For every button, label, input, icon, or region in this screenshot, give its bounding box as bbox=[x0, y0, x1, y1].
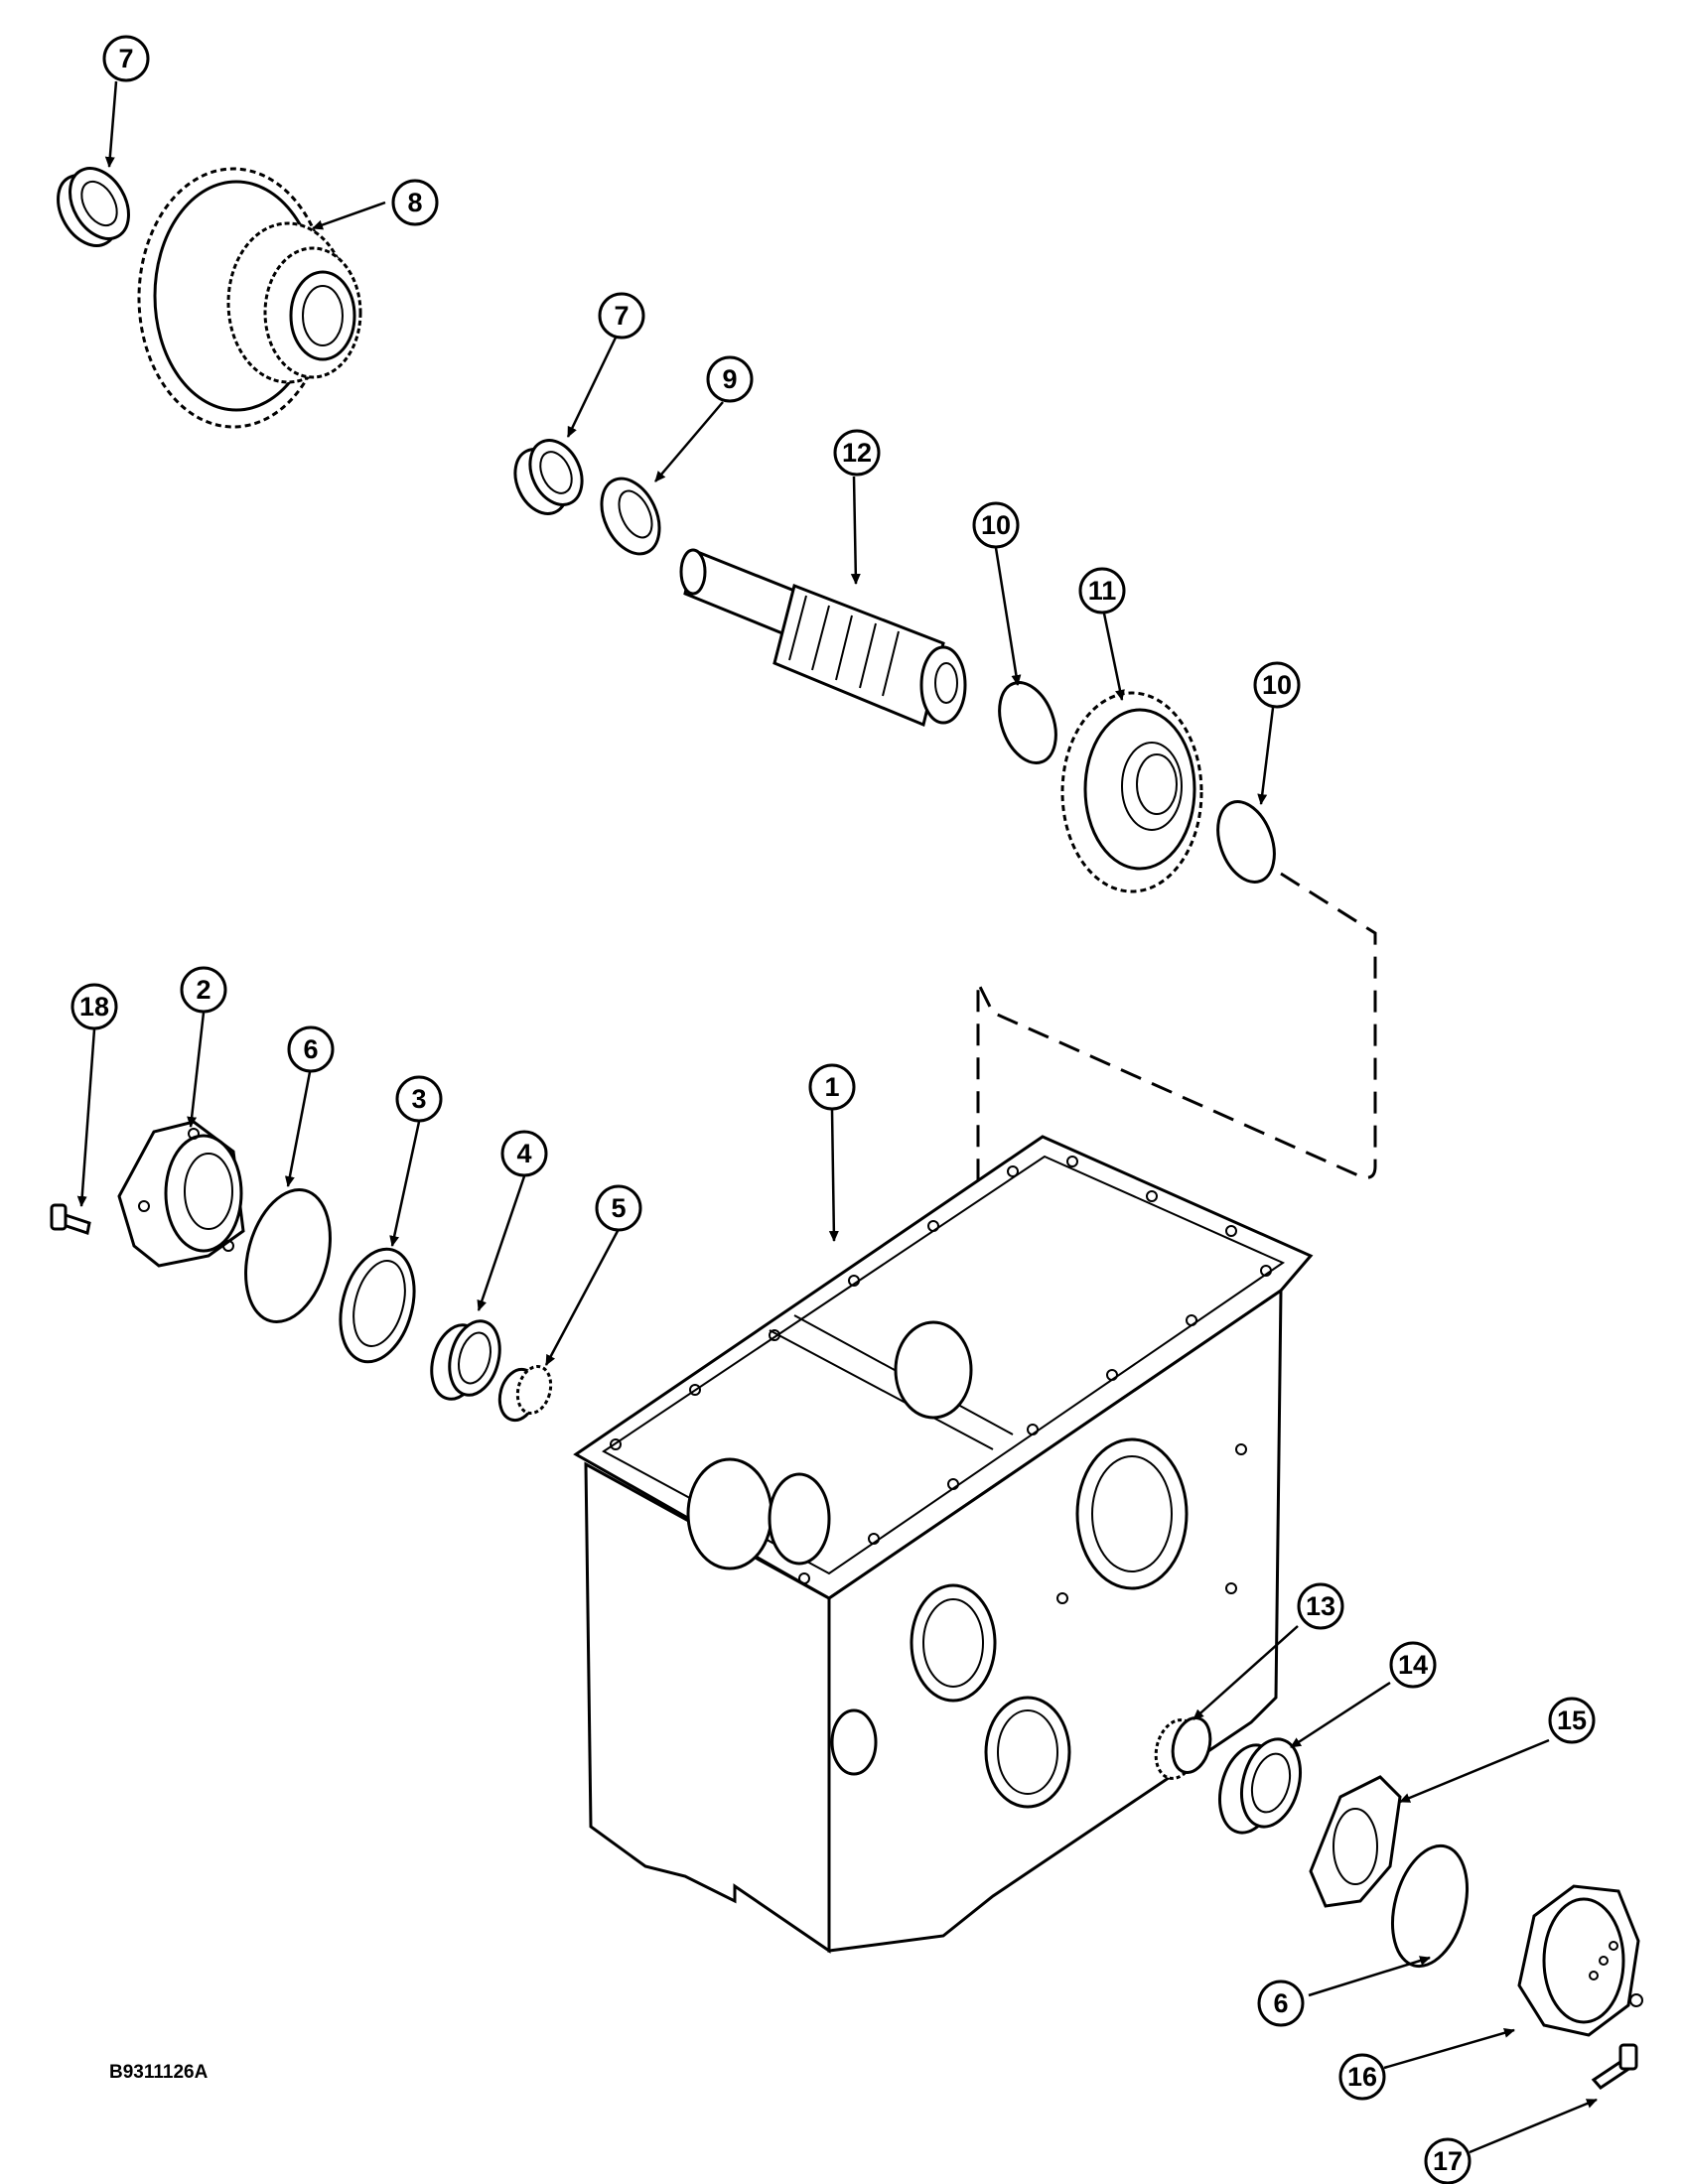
gasket-15 bbox=[1309, 1775, 1402, 1908]
svg-text:13: 13 bbox=[1306, 1591, 1335, 1621]
bearing-cone-5 bbox=[497, 1364, 553, 1423]
svg-text:1: 1 bbox=[824, 1072, 839, 1102]
callout-14: 14 bbox=[1389, 1641, 1437, 1689]
end-cap-16 bbox=[1517, 1884, 1643, 2037]
assembly-path-dashed bbox=[976, 872, 1377, 1281]
svg-text:4: 4 bbox=[516, 1139, 531, 1168]
snap-ring-10-lower bbox=[1216, 800, 1276, 884]
callout-6-right: 6 bbox=[1257, 1979, 1305, 2027]
svg-text:2: 2 bbox=[196, 975, 210, 1005]
svg-text:16: 16 bbox=[1347, 2062, 1377, 2092]
shim-3 bbox=[339, 1247, 416, 1364]
svg-text:3: 3 bbox=[411, 1084, 426, 1114]
bearing-cup-4 bbox=[430, 1319, 501, 1401]
callout-7-middle: 7 bbox=[598, 292, 645, 340]
callout-11: 11 bbox=[1078, 567, 1126, 614]
snap-ring-10-upper bbox=[998, 681, 1057, 764]
bearing-cone-13 bbox=[1154, 1716, 1212, 1780]
o-ring-6-right bbox=[1391, 1843, 1469, 1969]
callout-1: 1 bbox=[808, 1063, 856, 1111]
svg-text:8: 8 bbox=[407, 188, 422, 217]
seal-9 bbox=[600, 477, 661, 556]
callout-2: 2 bbox=[180, 966, 227, 1014]
gear-11 bbox=[1060, 691, 1203, 893]
svg-text:7: 7 bbox=[118, 44, 133, 73]
svg-text:5: 5 bbox=[611, 1193, 626, 1223]
svg-text:15: 15 bbox=[1557, 1706, 1587, 1735]
svg-text:9: 9 bbox=[722, 364, 737, 394]
svg-text:14: 14 bbox=[1398, 1650, 1428, 1680]
bolt-18 bbox=[50, 1203, 91, 1235]
callout-13: 13 bbox=[1297, 1582, 1344, 1630]
svg-text:12: 12 bbox=[842, 438, 872, 468]
svg-text:10: 10 bbox=[981, 510, 1011, 540]
callout-12: 12 bbox=[833, 429, 881, 477]
callout-16: 16 bbox=[1338, 2053, 1386, 2101]
cluster-gear-8 bbox=[137, 167, 362, 429]
o-ring-6-left bbox=[244, 1188, 332, 1323]
callout-17: 17 bbox=[1424, 2137, 1472, 2184]
bolt-17 bbox=[1591, 2043, 1638, 2090]
svg-text:7: 7 bbox=[614, 301, 629, 331]
bearing-7-upper-left bbox=[57, 167, 130, 247]
callout-9: 9 bbox=[706, 355, 754, 403]
transmission-case-1 bbox=[573, 1135, 1314, 1954]
callout-18: 18 bbox=[70, 983, 118, 1030]
bearing-cup-14 bbox=[1218, 1737, 1302, 1835]
bearing-7-middle bbox=[513, 439, 584, 515]
callout-15: 15 bbox=[1548, 1697, 1596, 1744]
svg-text:18: 18 bbox=[79, 992, 109, 1022]
callout-10-upper: 10 bbox=[972, 501, 1020, 549]
callout-3: 3 bbox=[395, 1075, 443, 1123]
retainer-housing-2 bbox=[117, 1120, 245, 1268]
svg-text:11: 11 bbox=[1088, 576, 1117, 606]
figure-code: B9311126A bbox=[109, 2062, 209, 2083]
callout-8: 8 bbox=[391, 179, 439, 226]
svg-text:17: 17 bbox=[1433, 2146, 1463, 2176]
callout-4: 4 bbox=[500, 1130, 548, 1177]
svg-text:6: 6 bbox=[1273, 1988, 1288, 2018]
pinion-shaft-12 bbox=[679, 548, 967, 728]
callout-5: 5 bbox=[595, 1184, 642, 1232]
callout-10-lower: 10 bbox=[1253, 661, 1301, 709]
svg-text:10: 10 bbox=[1262, 670, 1292, 700]
leader-lines bbox=[76, 80, 1598, 2154]
callout-6-left: 6 bbox=[287, 1025, 335, 1073]
callout-7-top: 7 bbox=[102, 35, 150, 82]
svg-text:6: 6 bbox=[303, 1034, 318, 1064]
